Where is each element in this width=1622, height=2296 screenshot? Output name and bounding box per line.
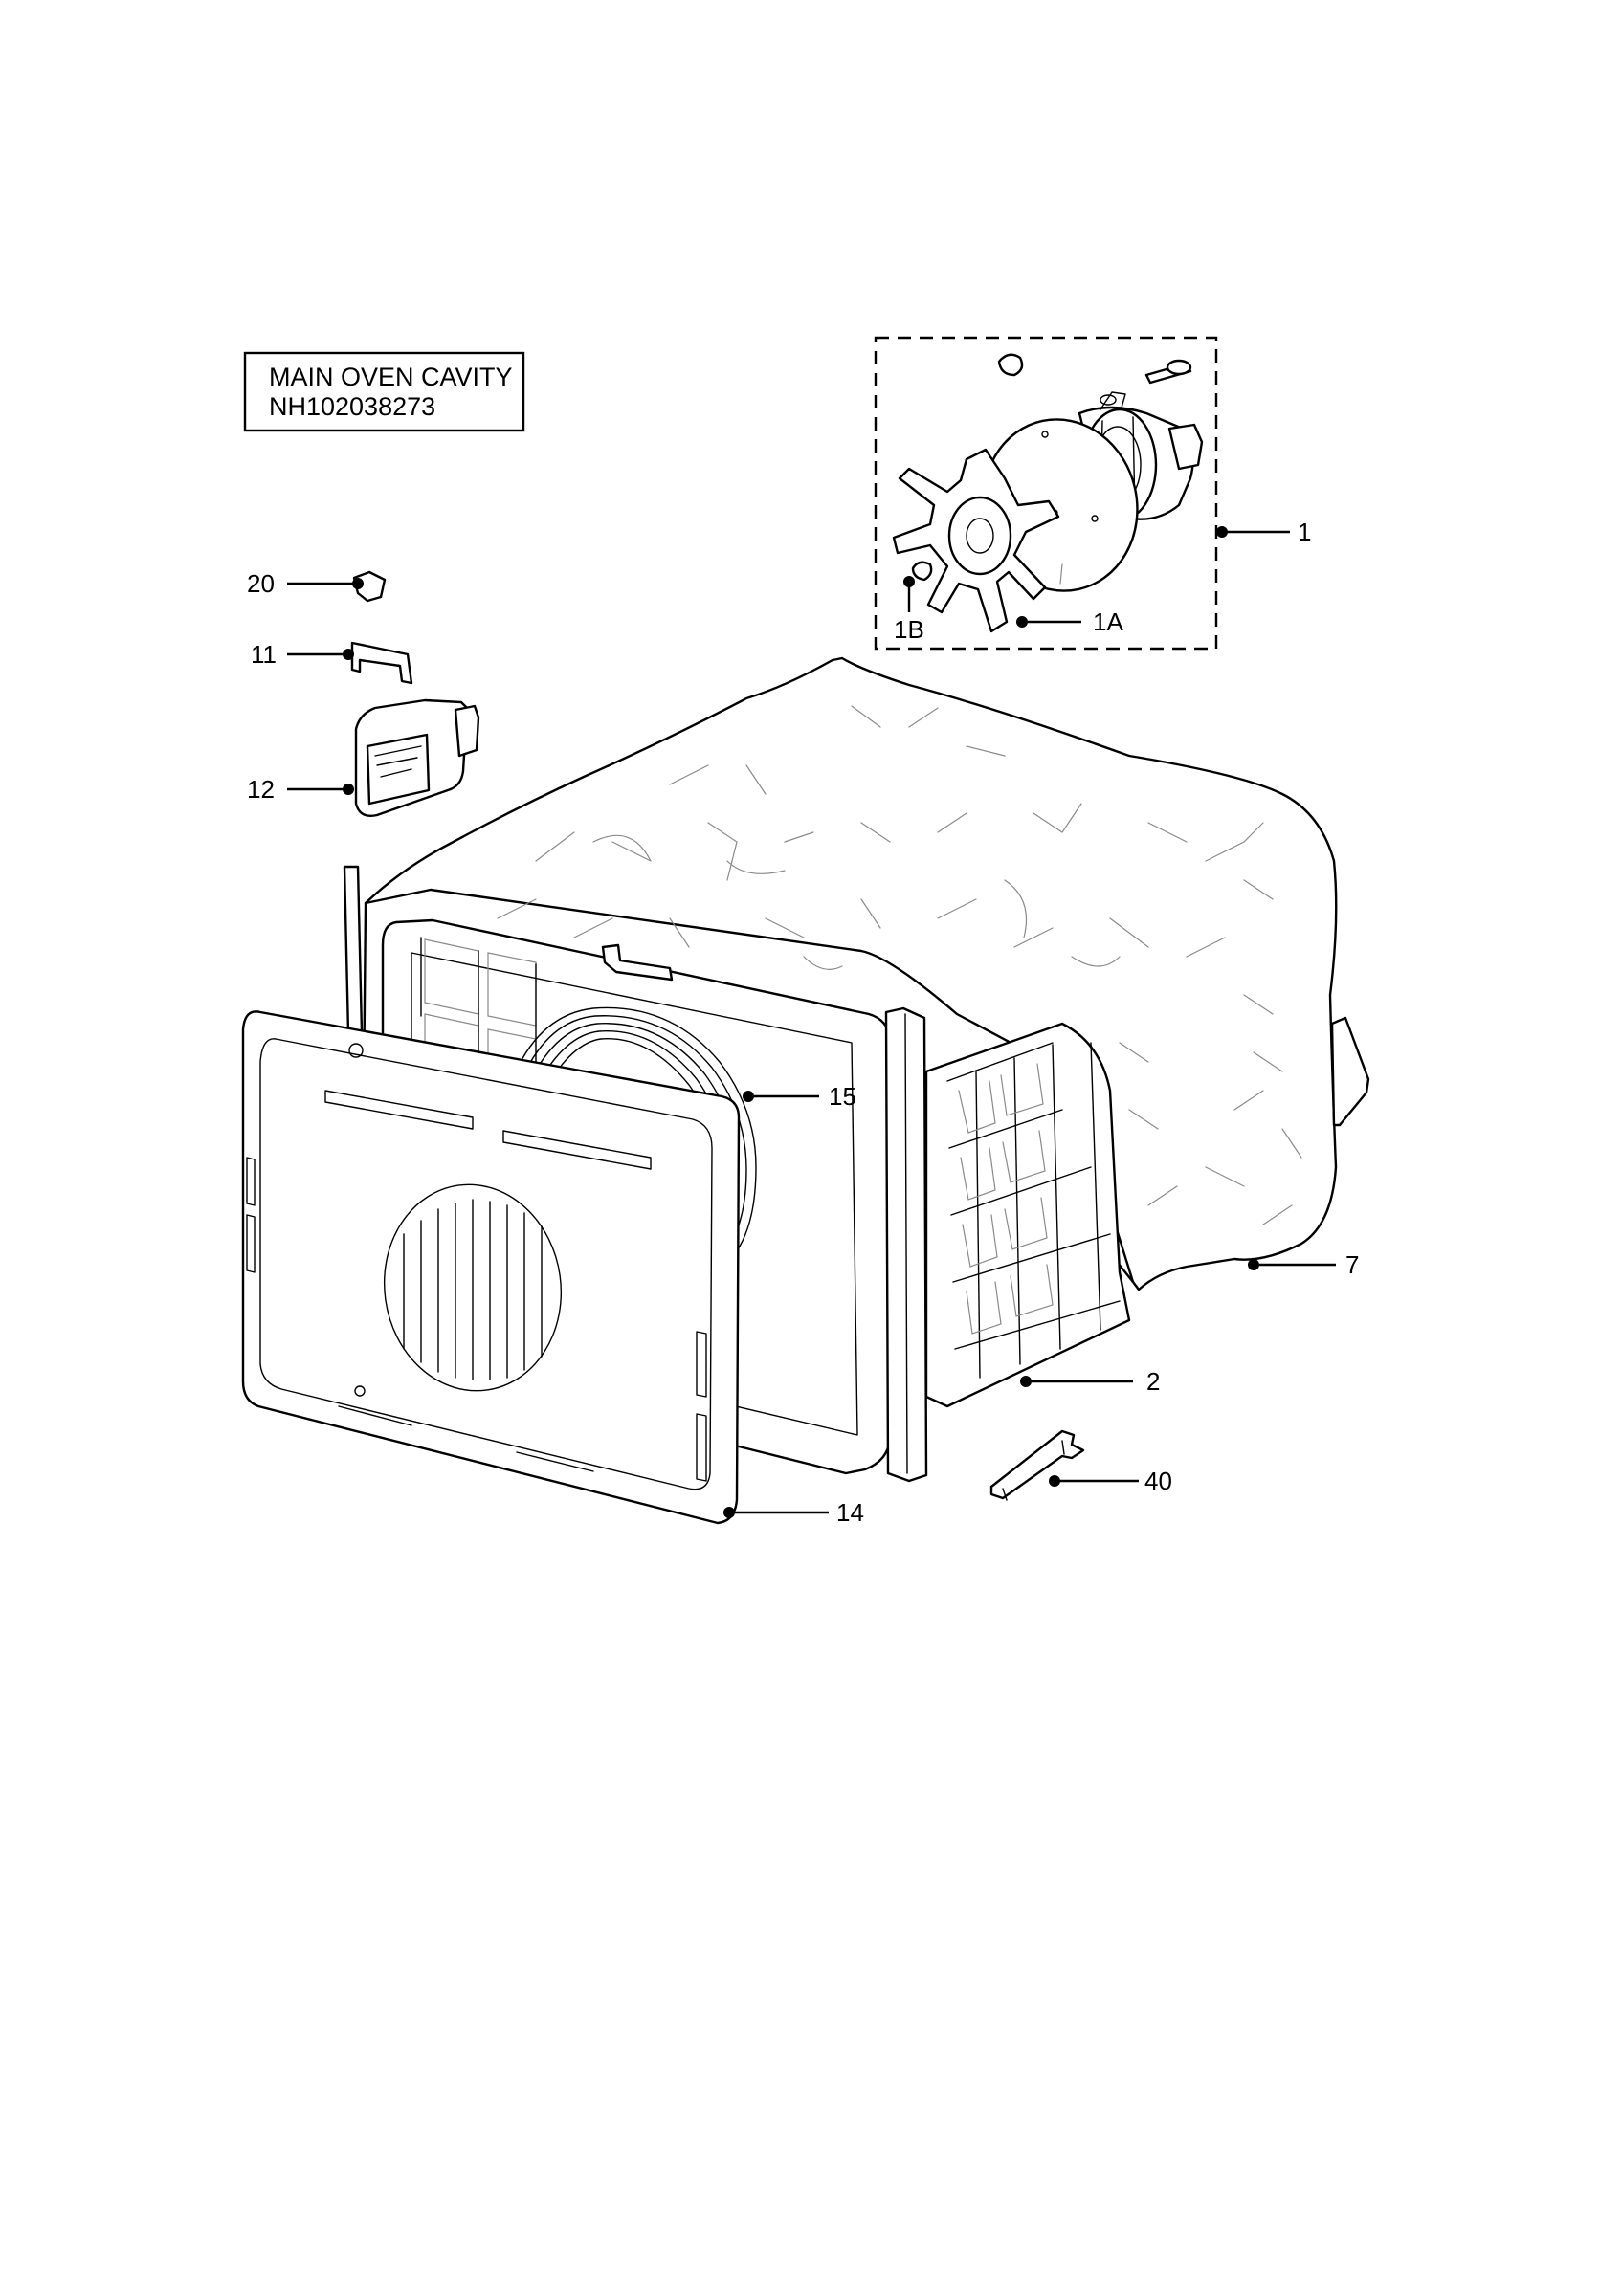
callout-15: 15 [829, 1082, 856, 1111]
callout-2: 2 [1146, 1367, 1160, 1396]
callout-11: 11 [251, 640, 277, 669]
callout-14: 14 [836, 1498, 864, 1527]
callout-1A: 1A [1093, 607, 1123, 636]
callout-1B: 1B [894, 615, 924, 644]
oven-cavity-wrap [241, 656, 1370, 1525]
callout-40: 40 [1144, 1467, 1172, 1495]
fan-motor-assembly [892, 353, 1204, 633]
callout-1: 1 [1298, 518, 1311, 546]
callout-12: 12 [247, 775, 275, 804]
title-line-1: MAIN OVEN CAVITY [269, 363, 513, 391]
fan-subassembly-frame [874, 336, 1218, 651]
part-40-runner [989, 1429, 1085, 1500]
callout-7: 7 [1345, 1250, 1359, 1279]
title-line-2: NH102038273 [269, 392, 435, 421]
title-box: MAIN OVEN CAVITY NH102038273 [243, 351, 525, 432]
part-20-clip [352, 570, 387, 603]
part-11-bracket [350, 641, 413, 685]
callout-20: 20 [247, 569, 275, 598]
part-14-back-panel [241, 1010, 741, 1525]
callouts: 20 11 12 1 1A 1B 15 7 2 40 [247, 518, 1359, 1527]
part-12-lamp [354, 698, 480, 817]
